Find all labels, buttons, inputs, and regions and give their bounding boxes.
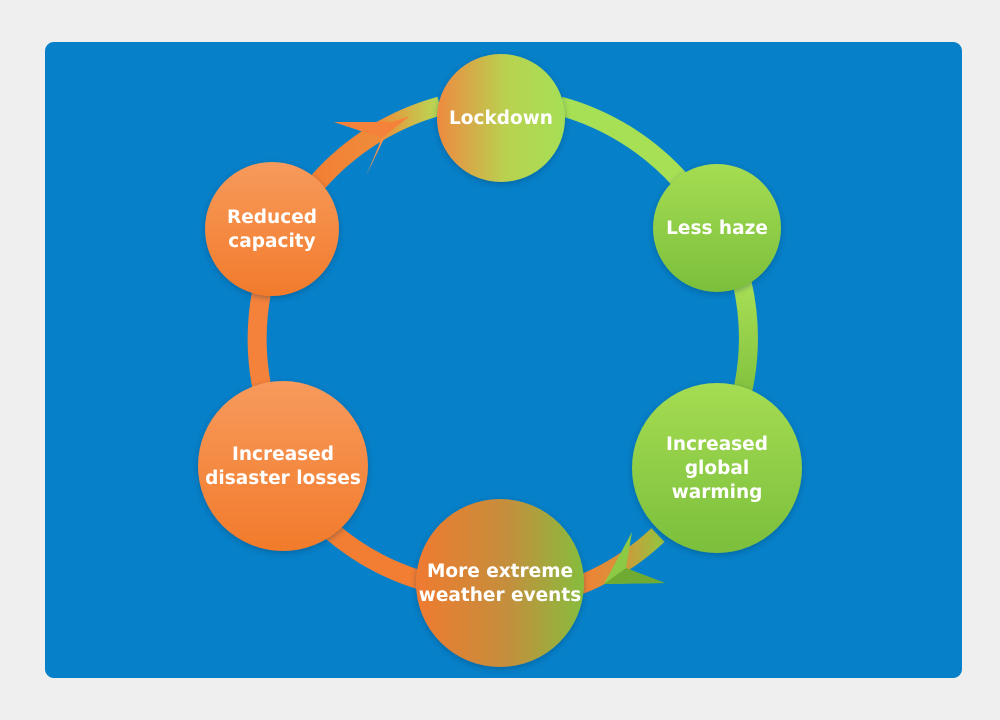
ring-arc-less-haze-to-warming xyxy=(730,279,758,405)
node-increased-disaster-losses: Increased disaster losses xyxy=(198,381,368,551)
node-label-less-haze-line-1: Less haze xyxy=(666,218,768,239)
node-label-increased-global-warming-line-1: Increased xyxy=(666,434,768,455)
node-circle-more-extreme-weather xyxy=(416,499,584,667)
node-circle-reduced-capacity xyxy=(205,162,339,296)
node-label-reduced-capacity-line-1: Reduced xyxy=(227,207,317,228)
node-circle-increased-disaster-losses xyxy=(198,381,368,551)
ring-arc-disaster-to-capacity xyxy=(247,288,272,390)
node-circle-increased-global-warming xyxy=(632,383,802,553)
node-increased-global-warming: Increased global warming xyxy=(632,383,802,553)
arrow-to-weather-icon xyxy=(604,532,665,584)
node-label-reduced-capacity-line-2: capacity xyxy=(228,231,315,252)
ring-arc-lockdown-to-less-haze xyxy=(557,96,688,187)
node-label-increased-disaster-losses-line-2: disaster losses xyxy=(205,468,361,489)
ring-arc-weather-to-disaster xyxy=(323,522,423,590)
node-label-more-extreme-weather-line-1: More extreme xyxy=(427,561,573,582)
node-circle-less-haze xyxy=(653,164,781,292)
node-label-increased-global-warming-line-2: global xyxy=(685,458,749,479)
node-reduced-capacity: Reduced capacity xyxy=(205,162,339,296)
node-label-increased-disaster-losses-line-1: Increased xyxy=(232,444,334,465)
node-label-increased-global-warming-line-3: warming xyxy=(672,482,763,503)
node-label-lockdown-line-1: Lockdown xyxy=(449,108,553,129)
node-less-haze: Less haze xyxy=(653,164,781,292)
node-label-more-extreme-weather-line-2: weather events xyxy=(419,585,581,606)
node-circle-lockdown xyxy=(437,54,565,182)
node-lockdown: Lockdown xyxy=(437,54,565,182)
arrow-to-lockdown-icon xyxy=(334,116,410,176)
node-more-extreme-weather: More extreme weather events xyxy=(416,499,584,667)
